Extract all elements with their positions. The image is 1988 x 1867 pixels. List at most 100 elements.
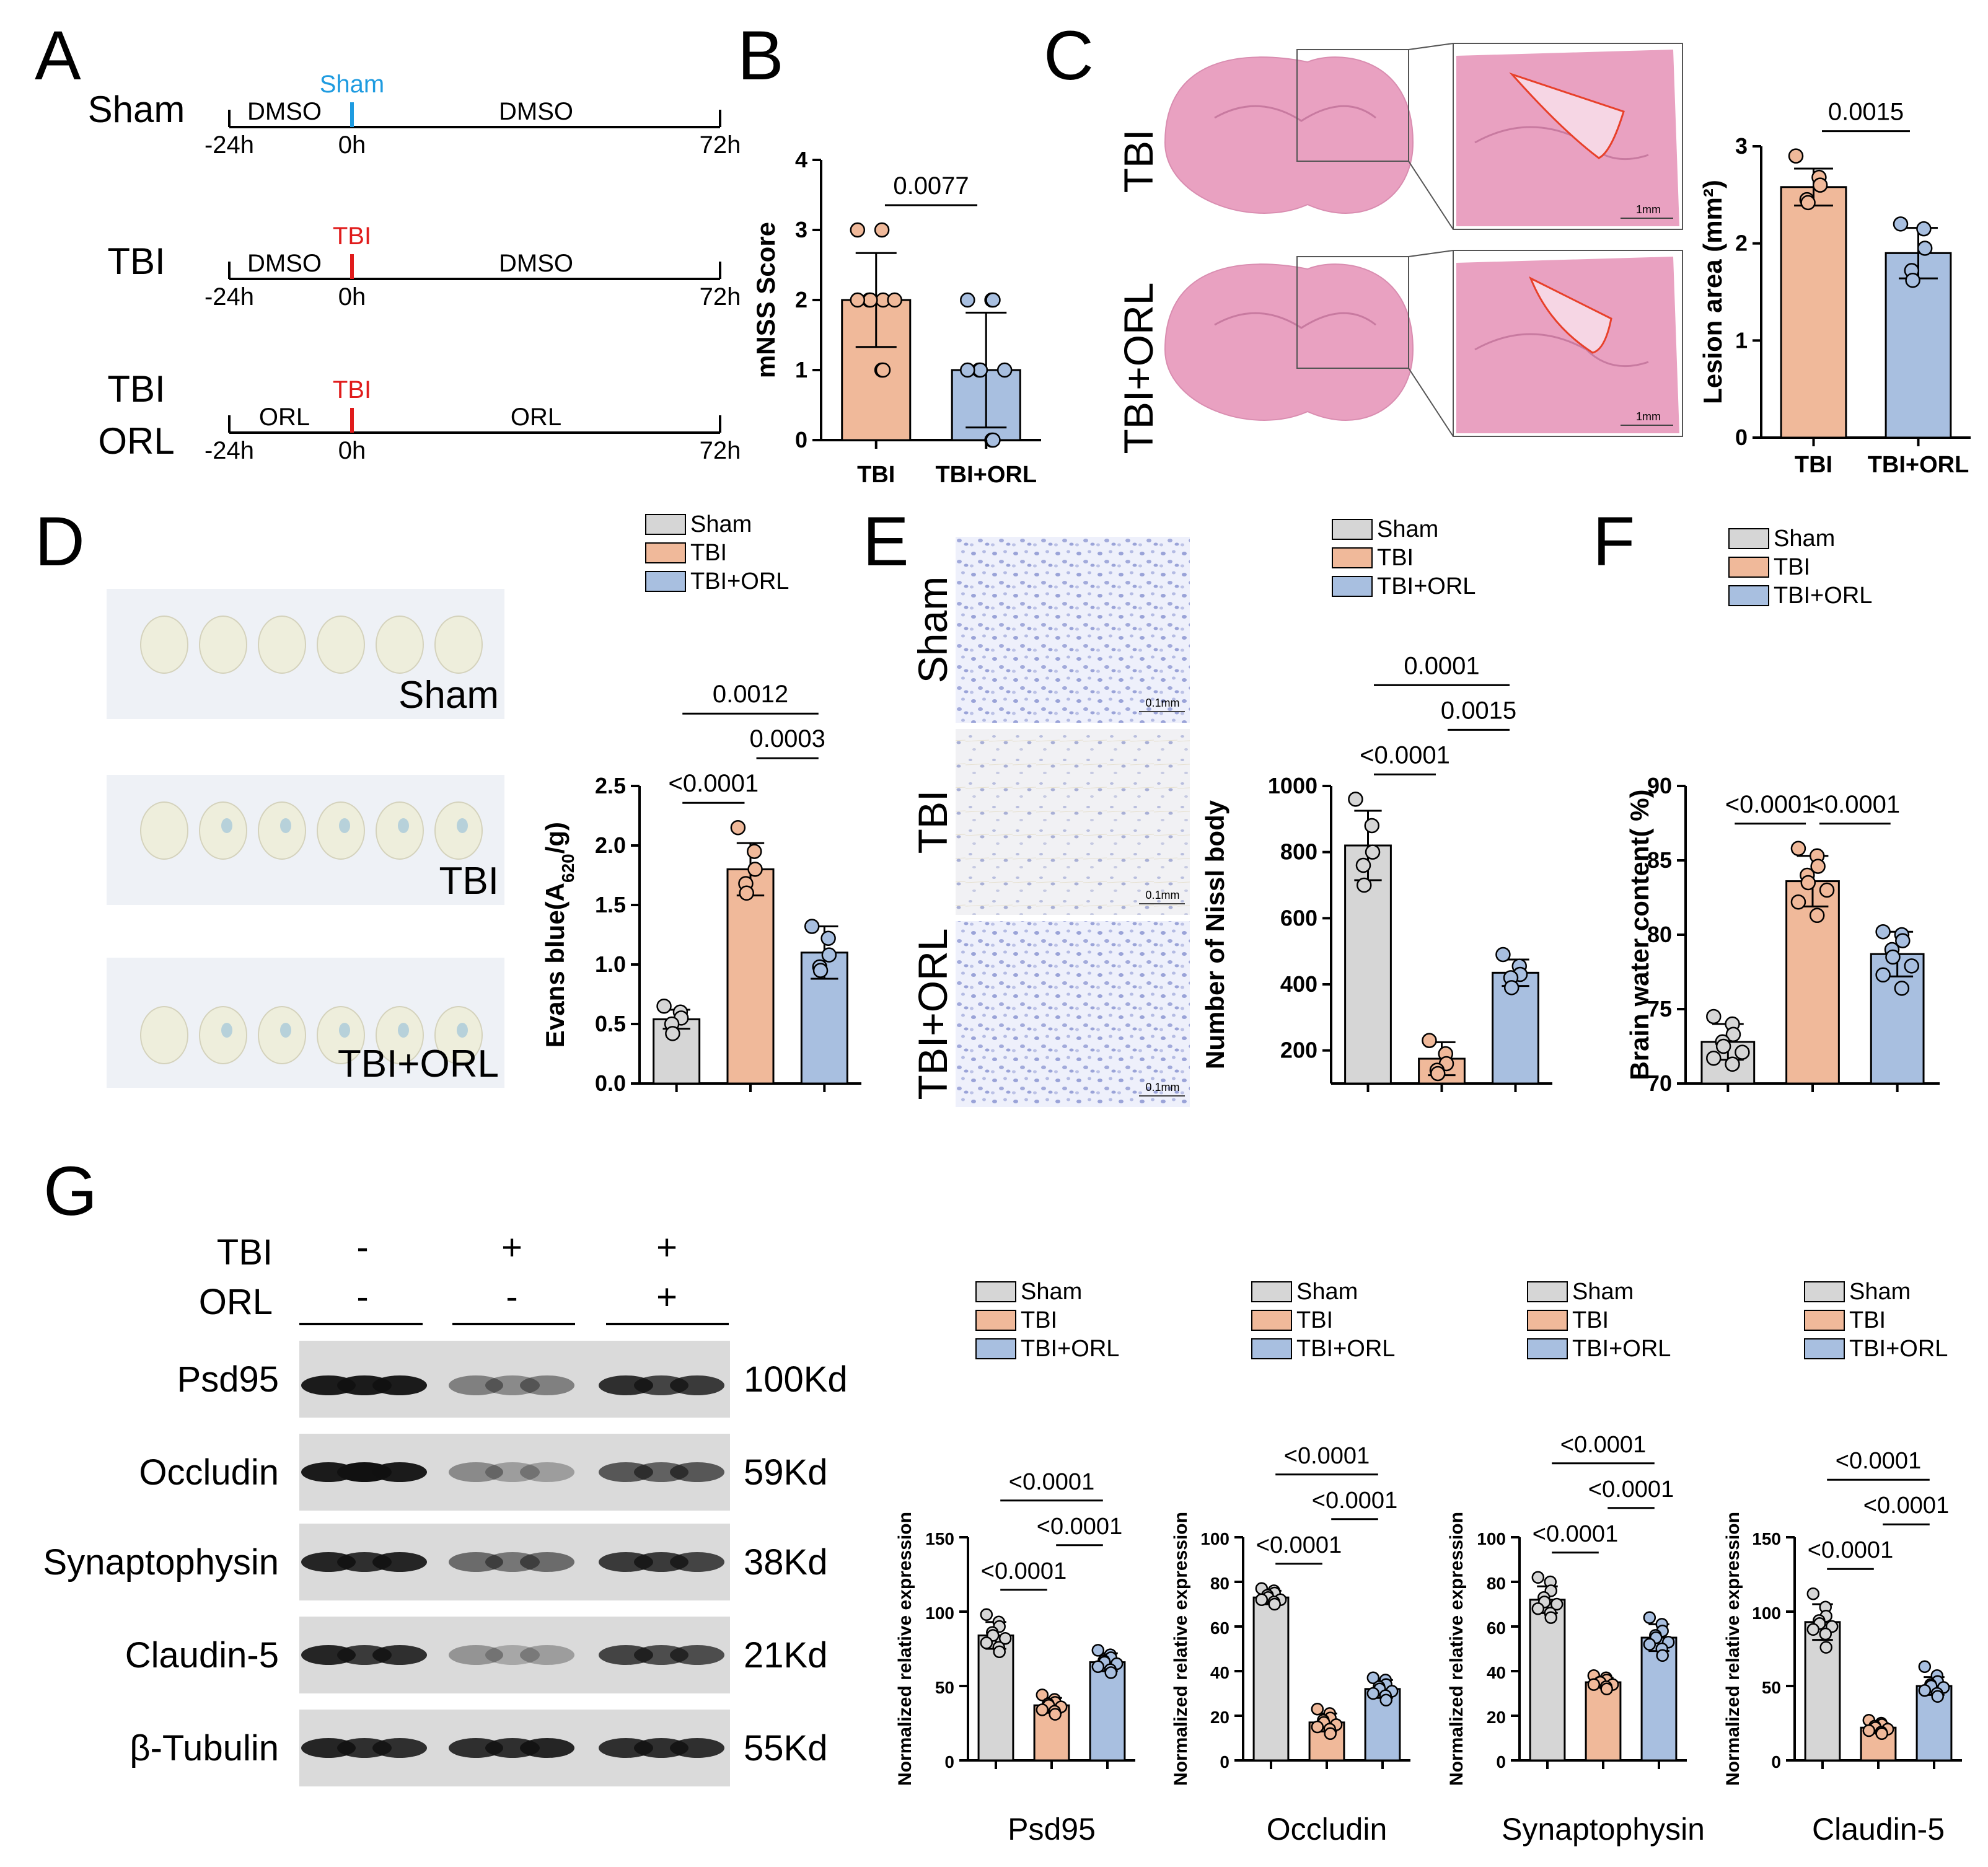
- data-point: [1725, 1056, 1740, 1072]
- y-tick-label: 2: [795, 287, 807, 312]
- y-tick-label: 60: [1487, 1618, 1506, 1638]
- significance-p-value: <0.0001: [1560, 1432, 1646, 1458]
- legend-label: TBI: [1021, 1307, 1057, 1333]
- zoom-connector: [1408, 368, 1454, 437]
- data-point: [1365, 844, 1381, 860]
- data-point: [656, 998, 672, 1014]
- significance-p-value: <0.0001: [1312, 1488, 1397, 1514]
- legend-label: TBI: [690, 540, 727, 566]
- legend-swatch: [645, 514, 686, 535]
- legend-swatch: [1804, 1310, 1845, 1331]
- lesion-outline: [1529, 276, 1612, 354]
- legend-label: TBI+ORL: [1296, 1336, 1395, 1362]
- zoom-connector: [1408, 250, 1454, 257]
- blot-condition-mark: +: [656, 1227, 677, 1268]
- y-tick-label: 1.0: [595, 951, 626, 977]
- bar-sham: [1529, 1599, 1566, 1762]
- hippocampus-outline: [1214, 312, 1376, 329]
- panel-letter-a: A: [35, 17, 81, 94]
- significance-p-value: 0.0001: [1404, 652, 1479, 679]
- legend-swatch: [1251, 1338, 1292, 1359]
- legend-swatch: [1527, 1281, 1568, 1302]
- y-tick-label: 2.0: [595, 832, 626, 858]
- data-point: [1587, 1678, 1601, 1691]
- y-tick-label: 0: [1735, 425, 1748, 450]
- data-point: [730, 819, 746, 836]
- y-tick-label: 1000: [1268, 773, 1317, 798]
- y-axis-title: Normalized relative expression: [1171, 1512, 1191, 1786]
- brain-slice: [317, 616, 365, 674]
- blot-band: [372, 1375, 427, 1395]
- blot-protein-label: β-Tubulin: [130, 1728, 279, 1768]
- x-category-label: TBI: [1795, 452, 1832, 478]
- blot-band: [670, 1462, 724, 1482]
- blot-protein-label: Psd95: [177, 1359, 279, 1400]
- timeline-row-label: Sham: [88, 89, 185, 130]
- zoom-tissue: [1456, 50, 1679, 226]
- data-point: [665, 1026, 680, 1041]
- significance-p-value: 0.0015: [1828, 99, 1904, 126]
- data-point: [1531, 1602, 1545, 1615]
- data-point: [1422, 1033, 1437, 1048]
- data-point: [1643, 1611, 1656, 1624]
- blot-size-label: 100Kd: [744, 1359, 848, 1400]
- timeline-tick-label: 72h: [700, 131, 741, 159]
- data-point: [850, 222, 866, 238]
- legend-label: TBI+ORL: [1572, 1336, 1671, 1362]
- timeline-post-treatment: DMSO: [499, 98, 573, 125]
- x-category-label: TBI: [857, 462, 895, 488]
- data-point: [1875, 924, 1891, 940]
- data-point: [1495, 947, 1511, 963]
- brain-slice: [140, 616, 188, 674]
- y-tick-label: 80: [1647, 922, 1672, 947]
- data-point: [985, 292, 1001, 308]
- timeline-tick-label: 0h: [338, 283, 366, 311]
- data-point: [850, 292, 866, 308]
- y-tick-label: 0: [1220, 1752, 1229, 1772]
- timeline-event-label: TBI: [333, 223, 371, 250]
- blot-protein-label: Claudin-5: [125, 1635, 279, 1675]
- data-point: [1049, 1708, 1062, 1721]
- y-tick-label: 80: [1487, 1574, 1506, 1593]
- data-point: [1255, 1593, 1269, 1607]
- brain-slice: [140, 801, 188, 860]
- legend-swatch: [1728, 528, 1769, 549]
- data-point: [1311, 1720, 1324, 1734]
- data-point: [960, 292, 975, 308]
- significance-p-value: <0.0001: [1256, 1532, 1342, 1558]
- data-point: [1806, 1623, 1820, 1636]
- scale-bar-label: 0.1mm: [1145, 1081, 1179, 1093]
- y-tick-label: 70: [1647, 1070, 1672, 1096]
- data-point: [993, 1645, 1006, 1659]
- blot-band: [520, 1375, 574, 1395]
- evans-blue-stain: [221, 1023, 232, 1038]
- y-axis-title: Normalized relative expression: [1446, 1512, 1467, 1786]
- scale-bar-label: 1mm: [1636, 410, 1661, 423]
- significance-p-value: <0.0001: [1037, 1514, 1122, 1540]
- data-point: [1656, 1649, 1669, 1662]
- timeline-tick-label: 72h: [700, 283, 741, 311]
- blot-band: [520, 1645, 574, 1665]
- legend-label: TBI: [1377, 545, 1414, 571]
- blot-band: [372, 1552, 427, 1572]
- significance-p-value: <0.0001: [1808, 1537, 1893, 1563]
- micrograph-image: [956, 921, 1190, 1107]
- blot-size-label: 59Kd: [744, 1452, 827, 1493]
- blot-band: [520, 1462, 574, 1482]
- data-point: [1104, 1666, 1117, 1679]
- legend-label: Sham: [1572, 1279, 1634, 1305]
- y-tick-label: 60: [1210, 1618, 1229, 1638]
- significance-p-value: <0.0001: [1810, 791, 1900, 818]
- significance-p-value: 0.0077: [893, 172, 969, 200]
- timeline-post-treatment: ORL: [511, 404, 561, 431]
- data-point: [1503, 980, 1520, 995]
- data-point: [1715, 1038, 1731, 1054]
- micrograph-image: [956, 537, 1190, 723]
- y-tick-label: 40: [1487, 1663, 1506, 1682]
- chart-bottom-label: Synaptophysin: [1502, 1812, 1705, 1847]
